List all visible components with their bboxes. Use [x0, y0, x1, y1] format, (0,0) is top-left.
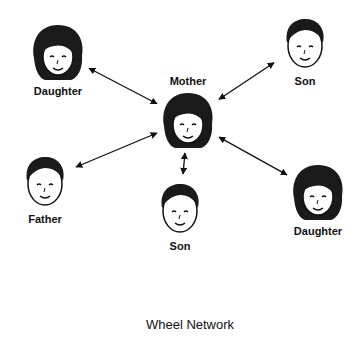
face-icon [17, 150, 73, 210]
connector-arrow [219, 63, 274, 100]
hair-bangs [172, 104, 204, 122]
eye [297, 46, 301, 47]
hair-shape [162, 184, 199, 208]
face-icon [277, 12, 333, 72]
person-label: Daughter [294, 225, 342, 238]
person-node: Son [277, 12, 333, 88]
connector-arrow [219, 137, 287, 175]
face-icon [152, 177, 208, 237]
eye [310, 196, 314, 197]
hair-shape [287, 19, 324, 43]
caption: Wheel Network [146, 317, 234, 333]
person-label: Son [295, 75, 316, 88]
eye [184, 211, 188, 212]
person-node: Mother [160, 75, 216, 150]
person-node: Daughter [30, 22, 86, 98]
nose [179, 215, 180, 219]
eye [322, 196, 326, 197]
hair-shape [33, 25, 82, 80]
hair-bangs [302, 176, 334, 194]
eye [62, 56, 66, 57]
nose [44, 188, 45, 192]
face-icon [30, 22, 86, 82]
person-label: Mother [170, 75, 207, 88]
nose [187, 128, 188, 132]
face-icon [160, 90, 216, 150]
nose [304, 50, 305, 54]
mouth [40, 196, 50, 198]
connector-arrow [89, 68, 157, 104]
connector-arrow [76, 133, 157, 167]
mouth [175, 223, 185, 225]
nose [317, 200, 318, 204]
mouth [300, 58, 310, 60]
person-node: Daughter [290, 162, 346, 238]
eye [49, 184, 53, 185]
hair-shape [163, 93, 212, 148]
eye [309, 46, 313, 47]
eye [172, 211, 176, 212]
hair-shape [27, 157, 64, 181]
person-node: Son [152, 177, 208, 253]
person-label: Son [170, 240, 191, 253]
eye [50, 56, 54, 57]
eye [180, 124, 184, 125]
connector-arrow [183, 153, 185, 174]
face-icon [290, 162, 346, 222]
mouth [53, 68, 63, 70]
mouth [313, 208, 323, 210]
mouth [183, 136, 193, 138]
person-label: Daughter [34, 85, 82, 98]
hair-bangs [42, 36, 74, 54]
eye [37, 184, 41, 185]
eye [192, 124, 196, 125]
nose [57, 60, 58, 64]
hair-shape [293, 165, 342, 220]
person-node: Father [17, 150, 73, 226]
person-label: Father [28, 213, 62, 226]
